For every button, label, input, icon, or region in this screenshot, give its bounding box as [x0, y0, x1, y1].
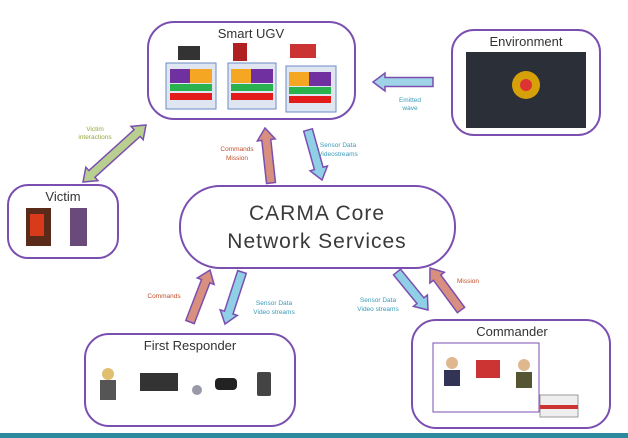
victim-node: Victim — [7, 184, 119, 259]
victim-photo — [70, 208, 87, 246]
cmd-sensor-arrow — [392, 268, 429, 311]
label-cmd-mission: Mission — [457, 278, 479, 285]
label-emitted-wave-1: Emitted — [399, 97, 421, 104]
ugv-panel-2 — [227, 62, 277, 110]
label-ugv-commands-1: Commands — [220, 146, 254, 153]
label-fr-sensor-1: Sensor Data — [256, 300, 293, 307]
core-title-line1: CARMA Core — [249, 202, 385, 225]
ugv-panel-3 — [285, 65, 337, 113]
ugv-commands-arrow — [255, 126, 277, 185]
commander-title: Commander — [476, 324, 548, 339]
environment-title: Environment — [490, 34, 563, 49]
environment-node: Environment — [451, 29, 601, 136]
label-victim-interactions-1: Victim — [86, 126, 104, 133]
edge-labels: Victim interactions Emitted wave Command… — [78, 97, 479, 316]
ugv-robot-images — [165, 43, 337, 113]
first-responder-devices — [100, 368, 271, 400]
emitted-wave-arrow — [371, 71, 434, 93]
label-ugv-commands-2: Mission — [226, 155, 248, 162]
core-title-line2: Network Services — [227, 230, 406, 253]
ugv-panel-1 — [165, 62, 217, 110]
label-victim-interactions-2: interactions — [78, 134, 112, 141]
label-ugv-sensor-1: Sensor Data — [320, 142, 357, 149]
cmd-mission-arrow — [429, 266, 466, 314]
label-cmd-sensor-1: Sensor Data — [360, 297, 397, 304]
label-emitted-wave-2: wave — [401, 105, 418, 112]
first-responder-node: First Responder — [84, 333, 296, 427]
smart-ugv-node: Smart UGV — [147, 21, 356, 120]
label-ugv-sensor-2: Videostreams — [318, 151, 358, 158]
footer-bar — [0, 433, 628, 438]
victim-interactions-arrow — [82, 124, 147, 183]
fr-sensor-arrow — [218, 269, 248, 326]
label-cmd-sensor-2: Video streams — [357, 306, 399, 313]
commander-node: Commander — [411, 319, 611, 429]
carma-core-node: CARMA Core Network Services — [179, 185, 456, 269]
ugv-title: Smart UGV — [218, 26, 285, 41]
ugv-sensor-arrow — [302, 127, 329, 182]
victim-title: Victim — [45, 189, 80, 204]
fr-commands-arrow — [184, 268, 216, 325]
label-fr-sensor-2: Video streams — [253, 309, 295, 316]
label-fr-commands: Commands — [147, 293, 181, 300]
first-responder-title: First Responder — [144, 338, 237, 353]
